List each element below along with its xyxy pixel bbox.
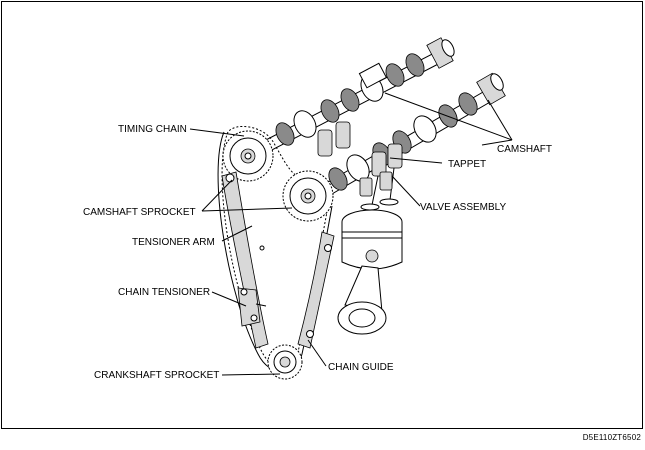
timing-system-diagram: TIMING CHAIN CAMSHAFT TAPPET CAMSHAFT SP…: [83, 37, 552, 381]
label-camshaft: CAMSHAFT: [497, 144, 552, 155]
crankshaft-sprocket: [267, 344, 303, 380]
exhaust-camshaft-sprocket: [282, 170, 334, 222]
piston-connecting-rod: [337, 209, 403, 335]
label-chain-guide: CHAIN GUIDE: [328, 362, 394, 373]
label-chain-tensioner: CHAIN TENSIONER: [118, 287, 210, 298]
label-camshaft-sprocket: CAMSHAFT SPROCKET: [83, 207, 196, 218]
leader-lines: [189, 92, 513, 376]
label-timing-chain: TIMING CHAIN: [118, 124, 187, 135]
valve-assembly: [359, 167, 399, 211]
tappets: [317, 121, 403, 177]
chain-guide: [297, 231, 335, 349]
chain-tensioner: [237, 287, 267, 327]
label-tappet: TAPPET: [448, 159, 486, 170]
label-crankshaft-sprocket: CRANKSHAFT SPROCKET: [94, 370, 219, 381]
label-tensioner-arm: TENSIONER ARM: [132, 237, 215, 248]
intake-camshaft-sprocket: [222, 130, 274, 182]
figure-code: D5E110ZT6502: [582, 433, 641, 442]
label-valve-assembly: VALVE ASSEMBLY: [420, 202, 506, 213]
rear-camshaft: [261, 37, 455, 153]
